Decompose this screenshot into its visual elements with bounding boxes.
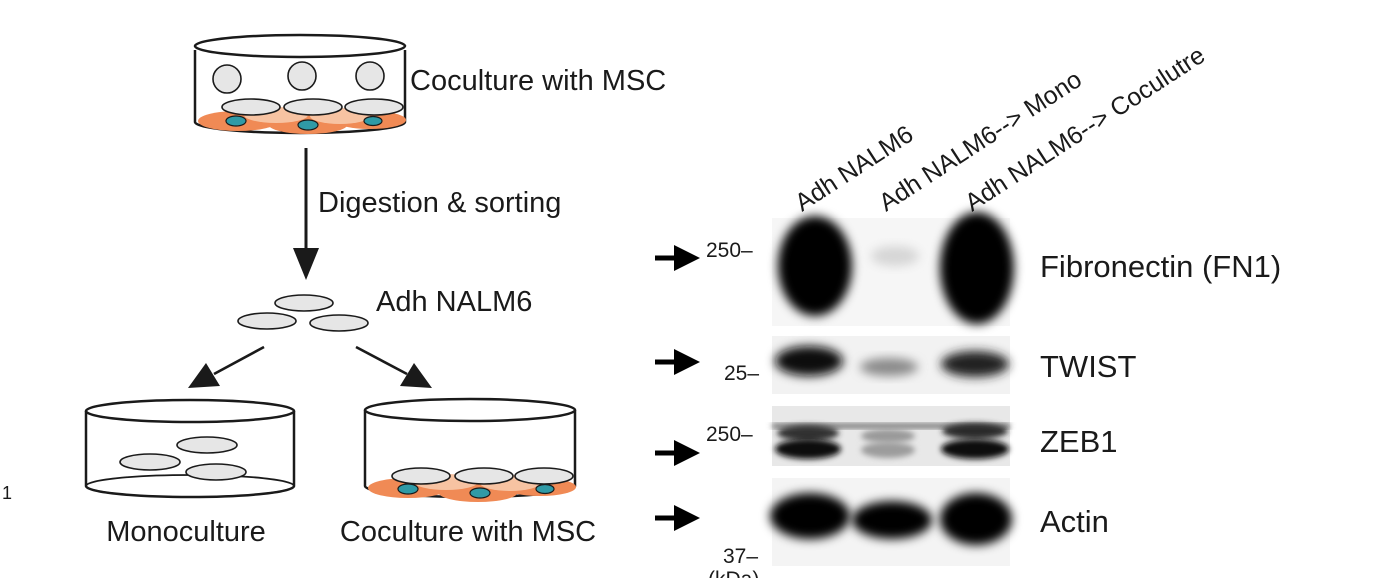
adherent-cells bbox=[391, 467, 574, 485]
top-dish-label: Coculture with MSC bbox=[410, 65, 666, 97]
blot-panel-twist bbox=[772, 336, 1010, 394]
sorted-cells bbox=[237, 294, 369, 332]
mw-marker-250-top: 250– bbox=[706, 239, 753, 262]
suspension-cells bbox=[212, 61, 385, 94]
band-pointer-arrows bbox=[655, 245, 700, 531]
edge-mark: 1 bbox=[2, 483, 12, 503]
split-arrow-right bbox=[355, 345, 432, 388]
coculture-dish bbox=[363, 397, 577, 502]
blot-panel-fibronectin bbox=[772, 212, 1014, 326]
top-dish bbox=[193, 33, 407, 135]
left-dish-label: Monoculture bbox=[106, 516, 266, 548]
mw-markers: 250– 25– 250– 37– (kDa) bbox=[706, 239, 759, 578]
down-arrow bbox=[293, 148, 319, 280]
split-arrow-left bbox=[188, 345, 265, 388]
protein-label-actin: Actin bbox=[1040, 504, 1109, 539]
cells-label: Adh NALM6 bbox=[376, 286, 532, 318]
blot-panel-actin bbox=[770, 478, 1012, 566]
mw-marker-37: 37– bbox=[723, 545, 758, 568]
arrow-actin bbox=[655, 505, 700, 531]
arrow-twist bbox=[655, 349, 700, 375]
lane-labels: Adh NALM6 Adh NALM6--> Mono Adh NALM6-->… bbox=[790, 41, 1210, 217]
protein-labels: Fibronectin (FN1) TWIST ZEB1 Actin bbox=[1040, 249, 1281, 539]
mw-marker-25: 25– bbox=[724, 362, 759, 385]
monoculture-dish bbox=[84, 398, 296, 499]
arrow-zeb1 bbox=[655, 440, 700, 466]
mw-marker-250-zeb1: 250– bbox=[706, 423, 753, 446]
step-label: Digestion & sorting bbox=[318, 187, 561, 219]
protein-label-fibronectin: Fibronectin (FN1) bbox=[1040, 249, 1281, 284]
arrow-fibronectin bbox=[655, 245, 700, 271]
right-dish-label: Coculture with MSC bbox=[340, 516, 596, 548]
protein-label-zeb1: ZEB1 bbox=[1040, 424, 1118, 459]
blot-panel-zeb1 bbox=[772, 406, 1010, 466]
protein-label-twist: TWIST bbox=[1040, 349, 1136, 384]
mw-unit-label: (kDa) bbox=[708, 568, 759, 578]
adherent-cells bbox=[221, 98, 404, 116]
